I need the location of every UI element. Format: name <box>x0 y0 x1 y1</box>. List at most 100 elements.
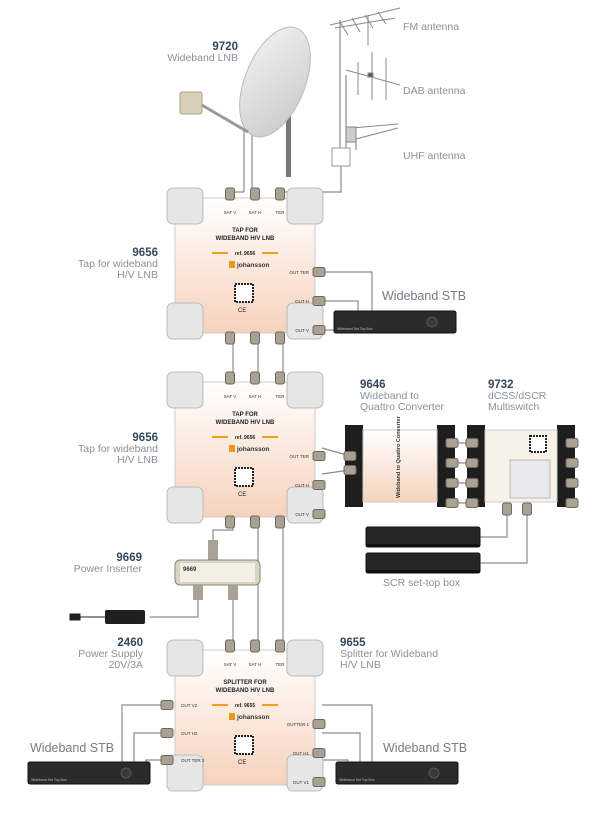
lnb-name: Wideband LNB <box>167 52 238 64</box>
brand-name: johansson <box>236 262 270 269</box>
mounting-clip <box>286 371 324 409</box>
fm-antenna-icon <box>329 7 401 45</box>
output-port-2 <box>312 777 326 787</box>
converter-output-port <box>445 478 459 488</box>
tap1-number: 9656 <box>132 247 158 259</box>
stb-device-text: Wideband Set Top Box <box>337 327 373 331</box>
input-port-2 <box>275 187 285 201</box>
inserter-name: Power Inserter <box>73 563 142 575</box>
bottom-port-1 <box>250 331 260 345</box>
multiswitch-loop-port <box>565 458 579 468</box>
scr-stb-1 <box>365 526 481 548</box>
stb-knob-icon <box>426 316 438 328</box>
brand-name: johansson <box>236 446 270 453</box>
psu-number: 2460 <box>117 637 143 649</box>
port-label: OUT H <box>295 299 309 304</box>
uhf-antenna-label: UHF antenna <box>403 150 466 162</box>
output-port-1 <box>312 480 326 490</box>
converter-output-port <box>445 438 459 448</box>
output-port-2 <box>312 325 326 335</box>
mounting-clip <box>166 187 204 225</box>
brand-name: johansson <box>236 714 270 721</box>
dab-antenna-label: DAB antenna <box>403 85 466 97</box>
device-ref: ref. 9656 <box>235 251 256 257</box>
input-port-0 <box>225 187 235 201</box>
brand-logo-icon <box>229 445 235 452</box>
dab-antenna-icon <box>345 52 401 100</box>
tap1-desc-1: Tap for wideband <box>78 258 158 270</box>
antenna-mast <box>329 7 401 167</box>
left-port-0 <box>160 700 174 710</box>
scr-label: SCR set-top box <box>383 577 461 589</box>
converter-output-port <box>445 458 459 468</box>
left-port-2 <box>160 755 174 765</box>
port-label: OUTTER 1 <box>287 722 310 727</box>
converter-9646: Wideband to Quattro Converter <box>343 415 459 508</box>
port-label: TER <box>276 210 286 215</box>
tap1-label: 9656 Tap for wideband H/V LNB <box>40 247 158 281</box>
converter-input-port <box>343 451 357 461</box>
converter-device-text: Wideband to Quattro Converter <box>396 415 402 498</box>
converter-label: 9646 Wideband to Quattro Converter <box>360 379 445 413</box>
wideband-stb-left: Wideband Set Top Box <box>27 761 151 785</box>
multiswitch-desc-2: Multiswitch <box>488 401 540 413</box>
port-label: TER <box>276 662 286 667</box>
wideband-stb-top: Wideband Set Top Box <box>333 310 457 334</box>
mounting-clip <box>286 187 324 225</box>
psu-label: 2460 Power Supply 20V/3A <box>40 637 143 671</box>
bottom-port-2 <box>275 331 285 345</box>
converter-desc-2: Quattro Converter <box>360 401 445 413</box>
device-title: TAP FOR <box>232 228 258 234</box>
stb-knob-icon <box>120 767 132 779</box>
multiswitch-9732 <box>465 425 579 516</box>
port-label: SAT H <box>249 662 262 667</box>
mounting-clip <box>166 371 204 409</box>
stb-knob-icon <box>428 767 440 779</box>
lnb-number: 9720 <box>212 41 238 53</box>
port-label: TER <box>276 394 286 399</box>
port-label: OUT H1 <box>293 751 310 756</box>
port-label: OUT TER 2 <box>181 758 205 763</box>
port-label: OUT V <box>295 328 309 333</box>
output-port-0 <box>312 451 326 461</box>
cables <box>121 20 528 762</box>
stb-device-text: Wideband Set Top Box <box>31 778 67 782</box>
converter-output-port <box>445 498 459 508</box>
multiswitch-input-port <box>465 438 479 448</box>
converter-input-port <box>343 465 357 475</box>
device-ref: ref. 9656 <box>235 435 256 441</box>
lnb-label: 9720 Wideband LNB <box>140 41 238 64</box>
qr-code-icon <box>234 467 254 487</box>
stb-device-text: Wideband Set Top Box <box>339 778 375 782</box>
tap1-desc-2: H/V LNB <box>117 269 158 281</box>
ce-mark-icon: CE <box>238 308 246 314</box>
satellite-dish <box>179 26 311 177</box>
fm-antenna-label: FM antenna <box>403 21 460 33</box>
inserter-number: 9669 <box>116 552 142 564</box>
bottom-port-2 <box>275 515 285 529</box>
brand-logo-icon <box>229 261 235 268</box>
stb-label-right: Wideband STB <box>383 741 468 755</box>
multiswitch-loop-port <box>565 478 579 488</box>
device-title: WIDEBAND H/V LNB <box>216 420 275 426</box>
psu-desc-2: 20V/3A <box>108 659 143 671</box>
bottom-port-0 <box>225 331 235 345</box>
device-title: WIDEBAND H/V LNB <box>216 688 275 694</box>
device-title: WIDEBAND H/V LNB <box>216 236 275 242</box>
input-port-2 <box>275 639 285 653</box>
port-label: OUT V1 <box>293 780 310 785</box>
input-port-0 <box>225 371 235 385</box>
device-title: SPLITTER FOR <box>223 680 267 686</box>
device-ref: ref. 9655 <box>235 703 256 709</box>
scr-stb-2 <box>365 552 481 574</box>
tap2-desc-2: H/V LNB <box>117 454 158 466</box>
multiswitch-input-port <box>465 478 479 488</box>
bottom-port-1 <box>250 515 260 529</box>
plug-icon <box>69 613 105 621</box>
ce-mark-icon: CE <box>238 760 246 766</box>
multiswitch-output-port <box>502 502 512 516</box>
